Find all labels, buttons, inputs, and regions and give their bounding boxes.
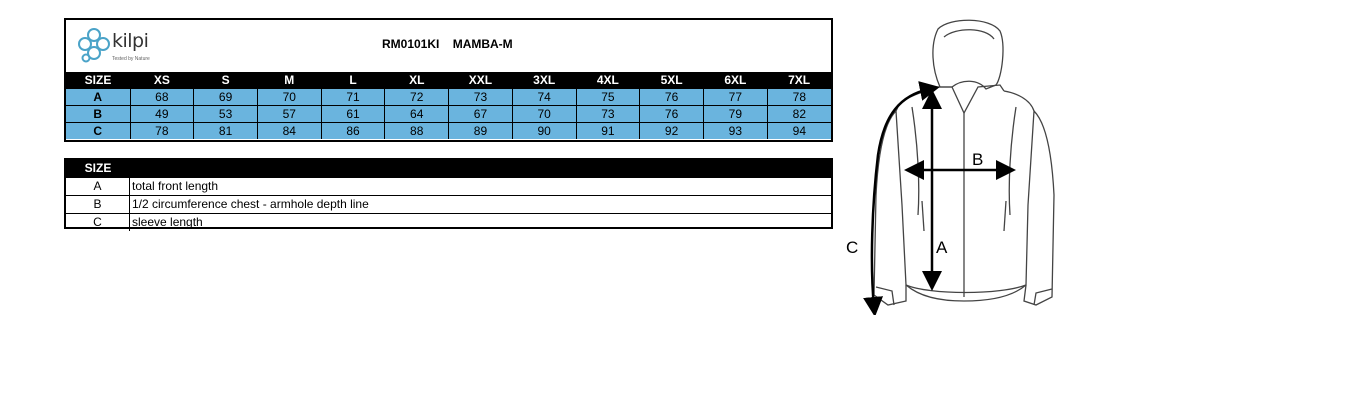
measurement-cell: 88 [384,122,449,139]
legend-row-c: C sleeve length [66,213,831,231]
label-b: B [972,150,983,169]
measurement-cell: 75 [575,88,640,106]
size-header-cell: 3XL [512,72,577,89]
size-header-cell: XL [384,72,449,89]
row-label: B [66,105,130,123]
legend-key: A [66,178,130,195]
label-a: A [936,238,948,257]
measurement-cell: 73 [575,105,640,123]
measurement-cell: 49 [129,105,194,123]
measurement-cell: 74 [511,88,577,106]
size-header-label: SIZE [66,72,130,89]
legend-key: B [66,196,130,213]
chart-header: kilpi Tested by Nature RM0101KI MAMBA-M [66,20,831,72]
measurement-cell: 81 [193,122,258,139]
measurement-cell: 53 [193,105,258,123]
size-header-cell: S [193,72,258,89]
measurement-cell: 69 [193,88,258,106]
size-chart-table: kilpi Tested by Nature RM0101KI MAMBA-M … [64,18,833,142]
legend-header: SIZE [66,160,831,177]
measurement-cell: 76 [639,105,704,123]
brand-logo: kilpi Tested by Nature [76,26,166,66]
row-label: C [66,122,130,139]
measurement-cell: 70 [511,105,577,123]
measurement-row-b: B 49 53 57 61 64 67 70 73 76 79 82 [66,105,831,123]
legend-description: 1/2 circumference chest - armhole depth … [132,197,369,211]
measurement-cell: 72 [384,88,449,106]
measurement-legend: SIZE A total front length B 1/2 circumfe… [64,158,833,231]
size-header-cell: L [321,72,385,89]
legend-row-a: A total front length [66,177,831,195]
measurement-cell: 64 [384,105,449,123]
label-c: C [846,238,858,257]
legend-row-b: B 1/2 circumference chest - armhole dept… [66,195,831,213]
measurement-cell: 94 [766,122,831,139]
row-label: A [66,88,130,106]
legend-description: sleeve length [132,215,203,229]
measurement-cell: 71 [320,88,385,106]
size-header-cell: XS [130,72,194,89]
measurement-cell: 89 [448,122,513,139]
measurement-cell: 78 [766,88,831,106]
product-title: RM0101KI MAMBA-M [382,37,513,51]
measurement-grid: SIZE XS S M L XL XXL 3XL 4XL 5XL 6XL 7XL… [66,72,831,139]
measurement-cell: 91 [575,122,640,139]
jacket-measurement-diagram: A B C [846,19,1055,315]
size-header-cell: 7XL [767,72,831,89]
legend-description: total front length [132,179,219,193]
measurement-cell: 61 [320,105,385,123]
kilpi-knot-icon [78,28,110,63]
jacket-outline [873,19,1055,306]
brand-wordmark: kilpi [112,30,149,52]
measurement-cell: 67 [448,105,513,123]
measurement-cell: 77 [702,88,768,106]
size-header-row: SIZE XS S M L XL XXL 3XL 4XL 5XL 6XL 7XL [66,72,831,89]
legend-key: C [66,214,130,231]
measurement-row-a: A 68 69 70 71 72 73 74 75 76 77 78 [66,88,831,106]
size-header-cell: 5XL [639,72,704,89]
measurement-cell: 57 [256,105,322,123]
measurement-arrow-c [863,81,940,315]
measurement-cell: 86 [320,122,385,139]
size-header-cell: XXL [448,72,513,89]
measurement-cell: 78 [129,122,194,139]
measurement-cell: 92 [639,122,704,139]
measurement-cell: 68 [129,88,194,106]
brand-tagline: Tested by Nature [112,56,150,62]
measurement-cell: 84 [256,122,322,139]
measurement-cell: 70 [256,88,322,106]
measurement-cell: 82 [766,105,831,123]
measurement-cell: 90 [511,122,577,139]
measurement-cell: 79 [702,105,768,123]
measurement-cell: 76 [639,88,704,106]
size-header-cell: 6XL [703,72,768,89]
measurement-row-c: C 78 81 84 86 88 89 90 91 92 93 94 [66,122,831,139]
legend-header-label: SIZE [84,161,112,175]
measurement-cell: 93 [702,122,768,139]
size-header-cell: M [257,72,322,89]
measurement-cell: 73 [448,88,513,106]
size-header-cell: 4XL [576,72,640,89]
